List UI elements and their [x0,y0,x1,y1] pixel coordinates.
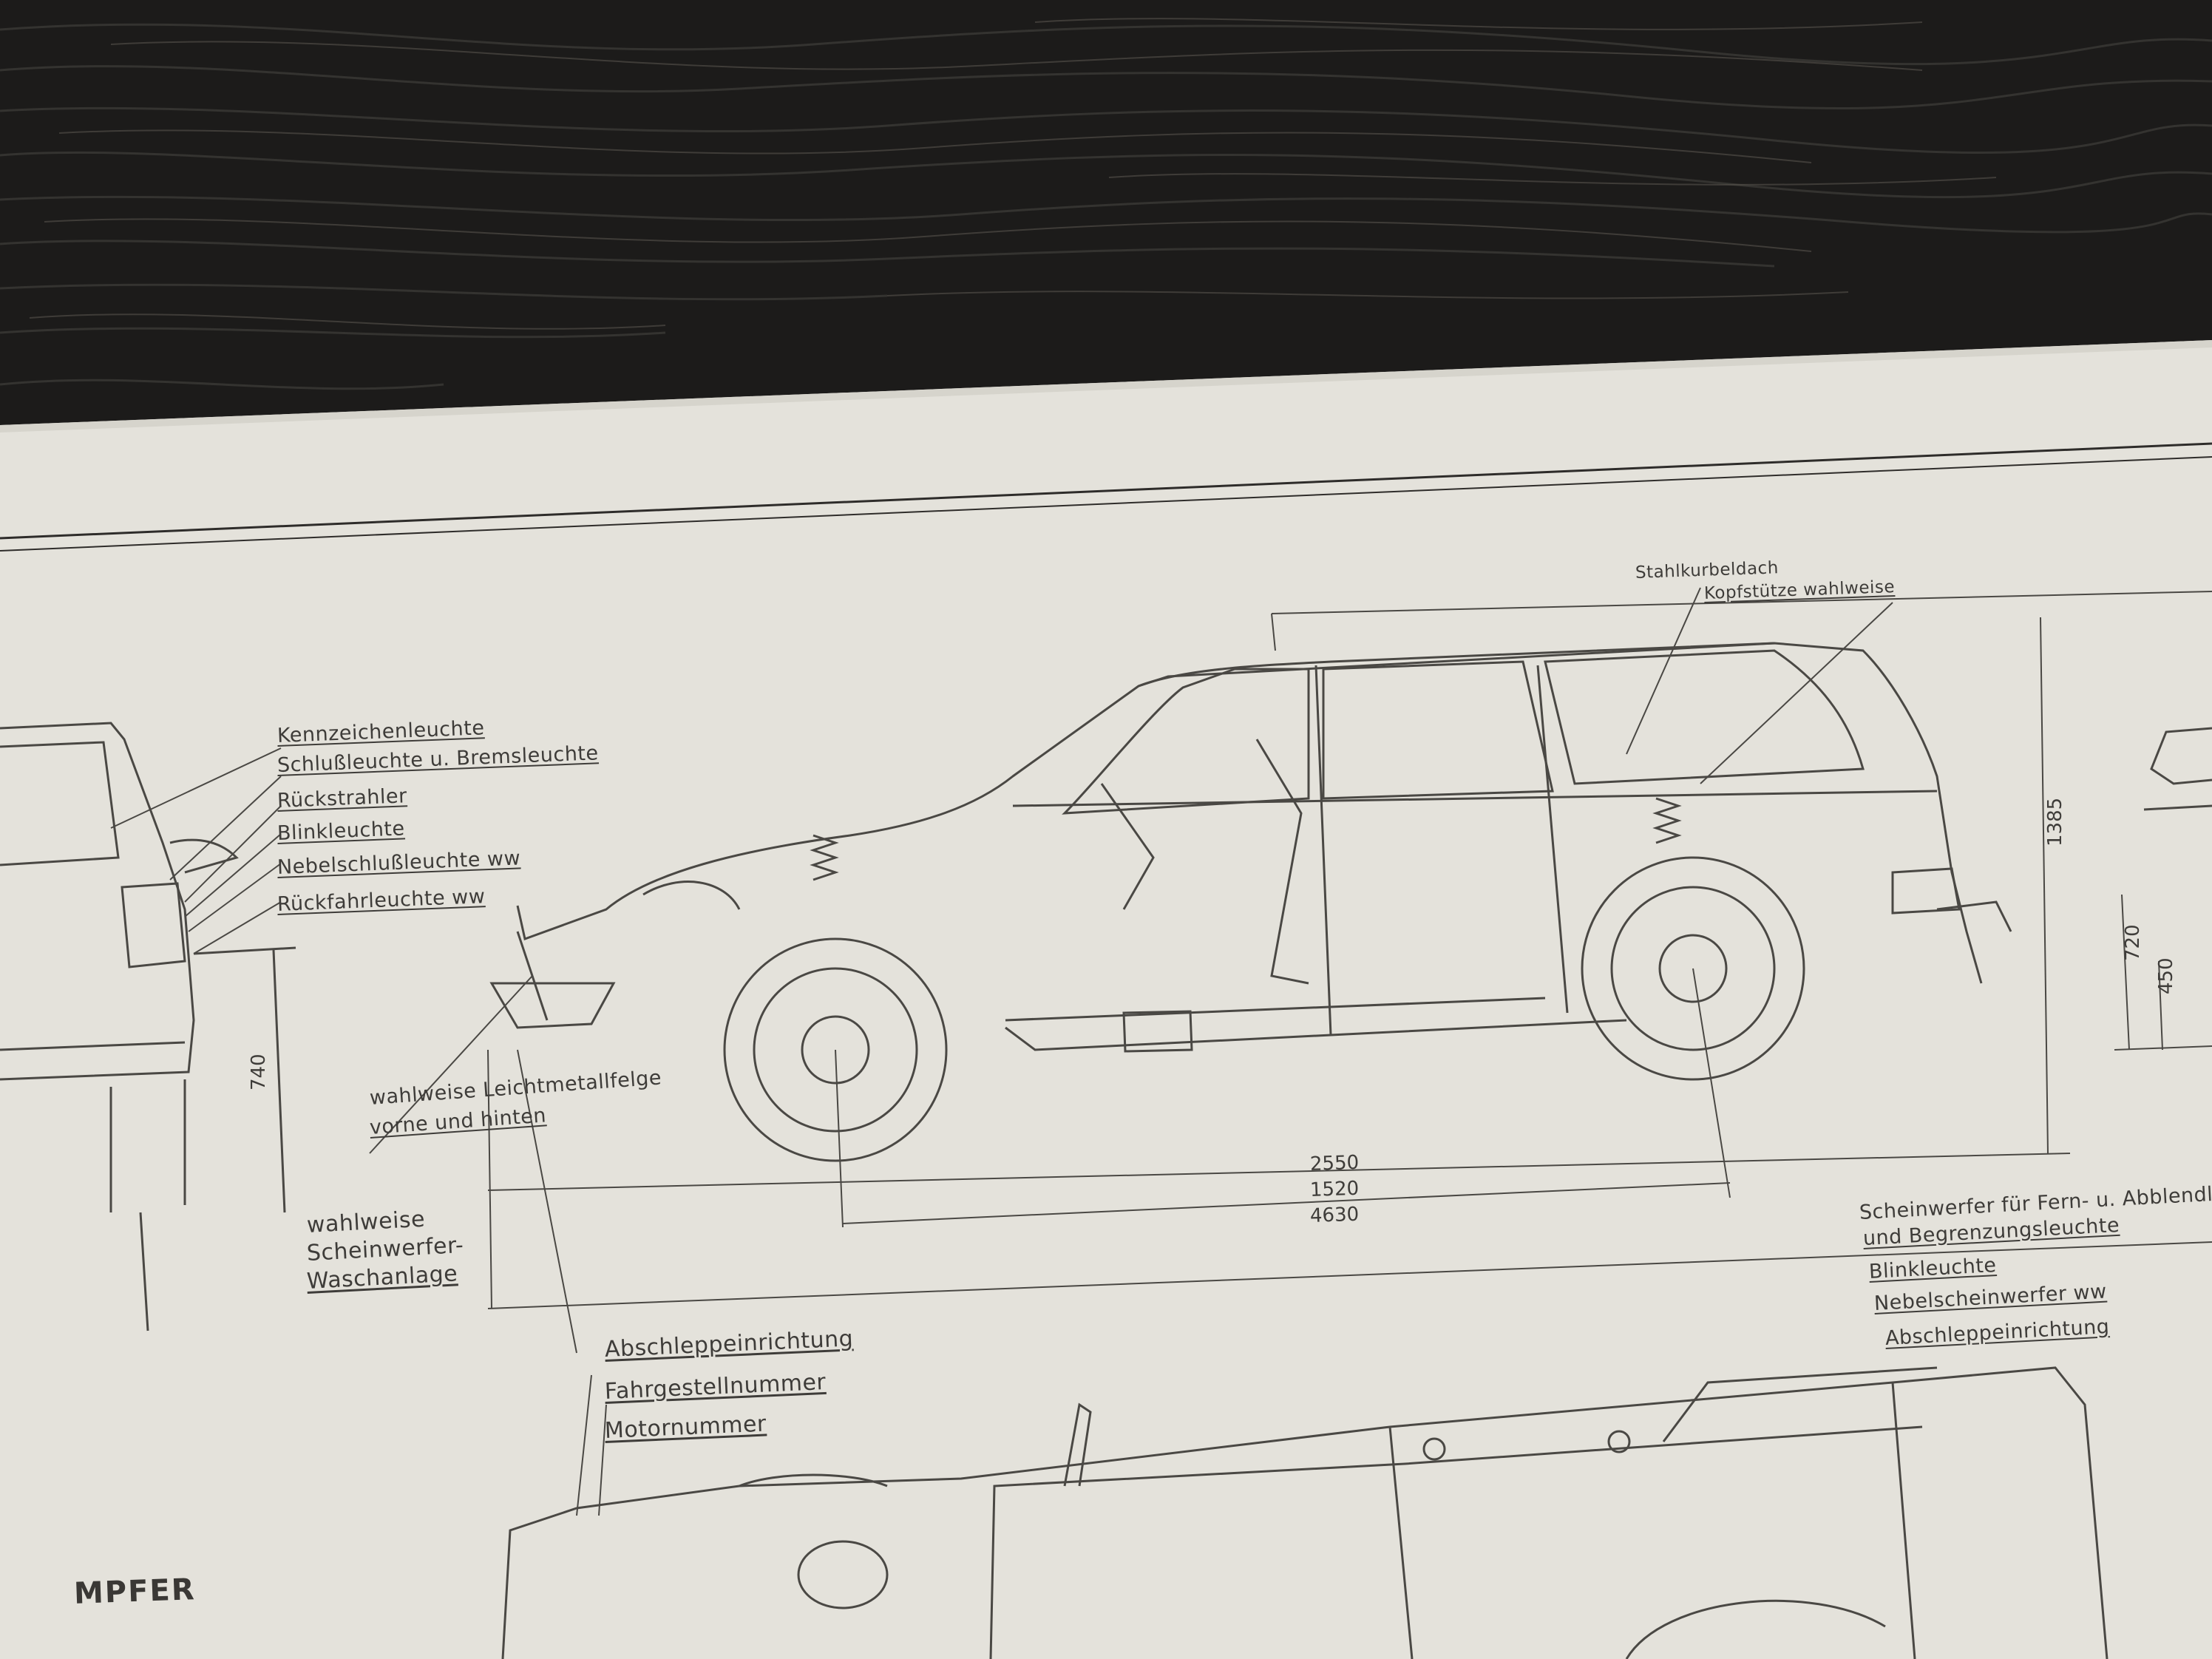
dimension-lines [487,591,2212,1309]
maker-name-fragment: MPFER [73,1573,197,1611]
dimension-sill-height: 720 [2122,924,2144,961]
dimension-wheelbase: 2550 [1309,1151,1360,1175]
dimension-track: 1520 [1309,1177,1360,1201]
dimension-bumper-height: 450 [2155,957,2177,994]
side-view-drawing [489,642,2012,1162]
callout-blinkleuchte-rear: Blinkleuchte [276,817,406,845]
plan-view-drawing [501,1366,2108,1659]
callout-leaders [110,587,1893,1516]
dimension-overall-length: 4630 [1309,1203,1360,1227]
dimension-height: 1385 [2044,797,2066,847]
dimension-rear-height: 740 [248,1054,270,1090]
rear-view-drawing [0,722,296,1331]
front-view-drawing [2143,727,2212,811]
